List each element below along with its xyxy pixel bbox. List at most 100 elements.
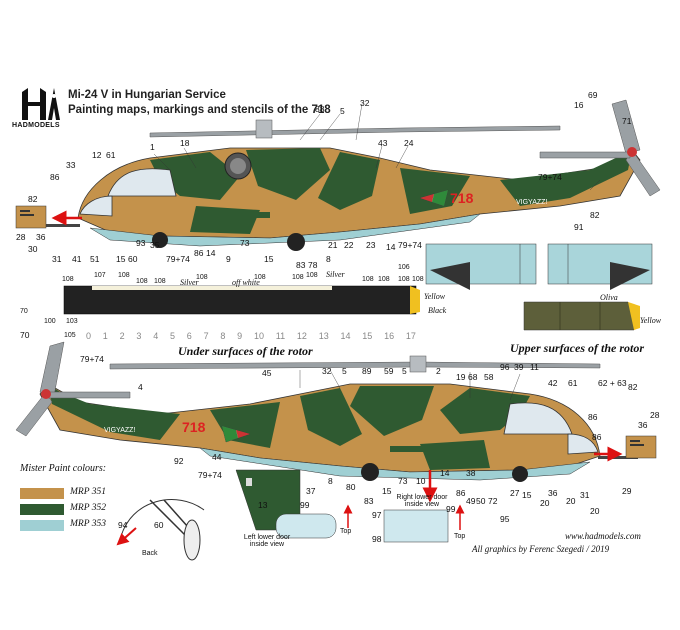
- label-top-2: Top: [454, 533, 466, 540]
- bottom-serial: 718: [182, 419, 206, 435]
- ruler-number: 6: [186, 331, 192, 341]
- callout-number: 60: [154, 520, 164, 530]
- callout-number: 18: [180, 138, 190, 148]
- ruler-number: 1: [102, 331, 108, 341]
- ruler-number: 11: [275, 331, 286, 341]
- callout-number: 78: [308, 260, 318, 270]
- callout-number: 38: [466, 468, 476, 478]
- callout-number: 29: [622, 486, 632, 496]
- callout-number: 95: [500, 514, 510, 524]
- callout-number: 100: [44, 318, 56, 325]
- callout-number: 49: [466, 496, 476, 506]
- callout-number: 58: [484, 372, 494, 382]
- callout-number: 43: [378, 138, 388, 148]
- callout-number: 83: [364, 496, 374, 506]
- caption-under-rotor: Under surfaces of the rotor: [178, 344, 313, 358]
- callout-number: 108: [412, 276, 424, 283]
- callout-number: 21: [328, 240, 338, 250]
- callout-number: 20: [540, 498, 550, 508]
- callout-number: 2: [436, 366, 441, 376]
- callout-number: 45: [262, 368, 272, 378]
- rotor-upper-panel: [523, 301, 640, 331]
- callout-number: 108: [306, 272, 318, 279]
- callout-number: 108: [378, 276, 390, 283]
- ruler-number: 14: [340, 331, 351, 341]
- callout-number: 41: [72, 254, 82, 264]
- callout-number: 92: [174, 456, 184, 466]
- callout-number: 14: [206, 248, 216, 258]
- callout-number: 108: [136, 278, 148, 285]
- ruler-number: 12: [296, 331, 307, 341]
- callout-number: 82: [590, 210, 600, 220]
- callout-number: 99: [300, 500, 310, 510]
- callout-number: 22: [344, 240, 354, 250]
- callout-number: 106: [398, 264, 410, 271]
- ruler-number: 4: [153, 331, 159, 341]
- top-warning-text: VIGYAZZ!: [516, 199, 547, 206]
- callout-number: 108: [254, 274, 266, 281]
- callout-number: 59: [384, 366, 394, 376]
- rotor-ruler: 0 1 2 3 4 5 6 7 8 9 10 11 12 13 14 15 16…: [86, 331, 416, 341]
- callout-number: 36: [36, 232, 46, 242]
- swatch-label-mrp353: MRP 353: [70, 519, 106, 529]
- callout-number: 14: [386, 242, 396, 252]
- callout-number: 99: [446, 504, 456, 514]
- callout-number: 86: [194, 248, 204, 258]
- callout-number: 86: [592, 432, 602, 442]
- callout-number: 108: [196, 274, 208, 281]
- callout-number: 31: [52, 254, 62, 264]
- callout-number: 72: [488, 496, 498, 506]
- callout-number: 12: [92, 150, 102, 160]
- callout-number: 61: [106, 150, 116, 160]
- ruler-number: 5: [169, 331, 175, 341]
- callout-number: 30: [28, 244, 38, 254]
- had-logo-icon: [18, 84, 64, 130]
- upper-panels: [425, 243, 653, 290]
- ruler-number: 17: [405, 331, 416, 341]
- upper-panel-label-oliva: Oliva: [600, 293, 618, 302]
- callout-number: 73: [240, 238, 250, 248]
- ruler-number: 7: [203, 331, 209, 341]
- callout-number: 79+74: [166, 254, 190, 264]
- callout-number: 82: [628, 382, 638, 392]
- bottom-warning-text: VIGYAZZ!: [104, 427, 135, 434]
- callout-number: 80: [346, 482, 356, 492]
- callout-number: 24: [404, 138, 414, 148]
- ruler-number: 9: [237, 331, 243, 341]
- callout-number: 88: [315, 104, 325, 114]
- callout-number: 79+74: [538, 172, 562, 182]
- brand-name: HADMODELS: [12, 122, 60, 129]
- callout-number: 103: [66, 318, 78, 325]
- callout-number: 93: [136, 238, 146, 248]
- callout-number: 62 + 63: [598, 378, 627, 388]
- callout-number: 15: [116, 254, 126, 264]
- label-top-1: Top: [340, 528, 352, 535]
- callout-number: 107: [94, 272, 106, 279]
- top-helicopter-side-view: 718 VIGYAZZ!: [15, 99, 661, 251]
- callout-number: 32: [322, 366, 332, 376]
- callout-number: 31: [580, 490, 590, 500]
- ruler-number: 0: [86, 331, 92, 341]
- callout-number: 8: [326, 254, 331, 264]
- callout-number: 108: [154, 278, 166, 285]
- callout-number: 108: [118, 272, 130, 279]
- ruler-number: 3: [136, 331, 142, 341]
- callout-number: 39: [514, 362, 524, 372]
- ruler-number: 2: [119, 331, 125, 341]
- callout-number: 28: [650, 410, 660, 420]
- landing-gear-inset: [116, 499, 205, 561]
- upper-panel-label-yellow: Yellow: [640, 316, 662, 325]
- bottom-helicopter-side-view: 718 VIGYAZZ!: [15, 341, 657, 503]
- top-serial: 718: [450, 190, 474, 206]
- callout-number: 70: [20, 308, 28, 315]
- callout-number: 73: [398, 476, 408, 486]
- ruler-number: 13: [318, 331, 329, 341]
- swatch-mrp352: [20, 504, 64, 515]
- callout-number: 8: [328, 476, 333, 486]
- callout-leaders: [153, 103, 601, 401]
- callout-number: 108: [292, 274, 304, 281]
- callout-number: 10: [416, 476, 426, 486]
- callout-number: 14: [440, 468, 450, 478]
- callout-number: 13: [258, 500, 268, 510]
- label-right-door: Right lower door inside view: [396, 494, 448, 508]
